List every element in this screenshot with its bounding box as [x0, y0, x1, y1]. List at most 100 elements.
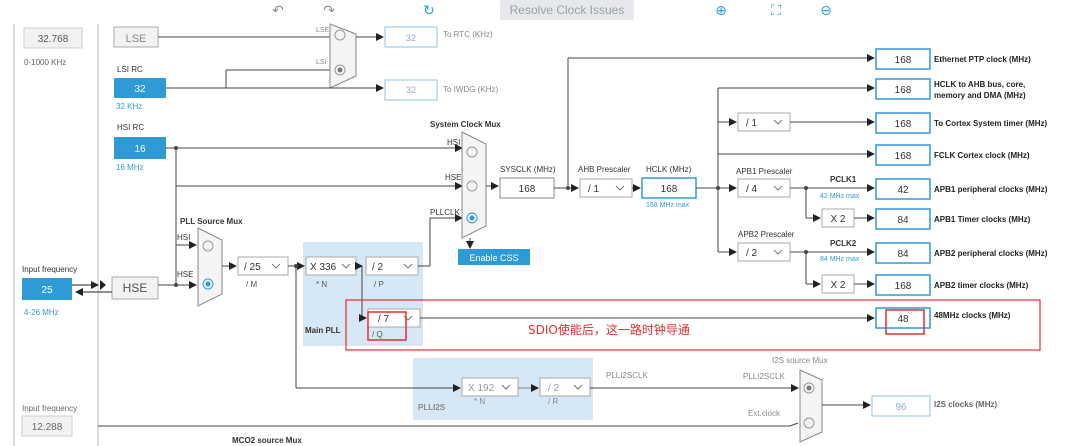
i2s-ext-value: 12.288: [32, 422, 63, 433]
sysmux-radio-pllclk[interactable]: [466, 212, 478, 224]
redo-icon[interactable]: ↷: [323, 3, 335, 19]
output-apb1-timer: 84 APB1 Timer clocks (MHz): [875, 208, 1031, 230]
sysmux-hse-label: HSE: [445, 173, 461, 182]
lsi-rc-title: LSI RC: [117, 65, 143, 74]
rtc-mux-lsi: LSI: [316, 59, 327, 66]
rtc-mux-radio-lsi[interactable]: [334, 64, 346, 76]
cortex-divider-value: / 1: [746, 118, 758, 129]
svg-text:168: 168: [895, 119, 912, 130]
hse-input-value: 25: [41, 285, 53, 296]
pclk2-label: PCLK2: [830, 239, 857, 248]
lse-value: 32.768: [38, 34, 69, 45]
chevron-down-icon: [341, 263, 351, 269]
annotation-frame: [345, 299, 1041, 351]
zoom-out-icon[interactable]: ⊖: [820, 3, 832, 19]
output-apb2-peripheral: 84 APB2 peripheral clocks (MHz): [875, 242, 1048, 264]
ahb-prescaler-label: AHB Prescaler: [578, 165, 631, 174]
pll-n-label: * N: [316, 280, 327, 289]
sysmux-hsi-label: HSI: [447, 138, 460, 147]
hsi-rc-box: [114, 137, 166, 159]
i2s-output-box: [871, 395, 931, 417]
zoom-in-icon[interactable]: ⊕: [715, 3, 727, 19]
sysmux-pllclk-label: PLLCLK: [430, 208, 460, 217]
system-clock-mux[interactable]: [461, 131, 487, 239]
svg-text:48: 48: [897, 314, 909, 325]
rtc-source-mux[interactable]: [329, 23, 357, 89]
rtc-mux-radio-lse[interactable]: [334, 29, 346, 41]
pclk2-max: 84 MHz max: [820, 256, 860, 263]
fit-icon[interactable]: ⛶: [771, 3, 781, 19]
pll-p-value: / 2: [372, 262, 384, 273]
sysmux-radio-hsi[interactable]: [466, 146, 478, 158]
apb2-prescaler-label: APB2 Prescaler: [738, 230, 795, 239]
rtc-output-label: To RTC (KHz): [443, 30, 493, 39]
undo-icon[interactable]: ↶: [272, 3, 284, 19]
i2s-ext-input-box[interactable]: [21, 415, 73, 437]
svg-text:84: 84: [897, 249, 909, 260]
svg-text:168: 168: [895, 151, 912, 162]
svg-text:168: 168: [895, 85, 912, 96]
svg-text:48MHz clocks (MHz): 48MHz clocks (MHz): [934, 311, 1011, 320]
i2s-mux-radio-ext[interactable]: [803, 417, 815, 429]
hsi-rc-title: HSI RC: [117, 123, 144, 132]
chevron-down-icon: [773, 119, 783, 125]
pll-mux-radio-hse[interactable]: [202, 278, 214, 290]
svg-text:/ 2: / 2: [548, 383, 560, 394]
hclk-max: 168 MHz max: [646, 202, 690, 209]
svg-text:96: 96: [895, 402, 907, 413]
svg-text:To Cortex System timer (MHz): To Cortex System timer (MHz): [934, 119, 1048, 128]
iwdg-output-label: To IWDG (KHz): [443, 85, 498, 94]
lse-input-box[interactable]: [23, 27, 83, 49]
input-frequency-label: Input frequency: [22, 265, 77, 274]
hse-input-box[interactable]: [22, 278, 72, 300]
output-fclk-cortex: 168 FCLK Cortex clock (MHz): [875, 144, 1030, 166]
plli2s-title: PLLI2S: [418, 403, 446, 412]
resolve-clock-issues-button[interactable]: Resolve Clock Issues: [500, 0, 634, 20]
lsi-rc-unit: 32 KHz: [116, 102, 142, 111]
svg-text:X 2: X 2: [830, 280, 845, 291]
pll-mux-hsi-label: HSI: [177, 233, 190, 242]
annotation-48mhz-highlight: [885, 309, 925, 335]
plli2sclk-label: PLLI2SCLK: [606, 371, 648, 380]
mco2-title: MCO2 source Mux: [232, 436, 302, 445]
plli2s-r-select[interactable]: [539, 377, 591, 397]
output-apb1-peripheral: 42 APB1 peripheral clocks (MHz): [875, 178, 1048, 200]
lse-range: 0-1000 KHz: [24, 58, 66, 67]
rtc-output-value: 32: [406, 33, 416, 43]
rtc-output-box: [384, 26, 438, 48]
toolbar: ↶ ↷ ↻ Resolve Clock Issues ⊕ ⛶ ⊖: [0, 0, 1080, 24]
plli2s-n-select[interactable]: [461, 377, 519, 397]
apb1-prescaler-label: APB1 Prescaler: [736, 167, 793, 176]
svg-text:APB2 timer clocks (MHz): APB2 timer clocks (MHz): [934, 281, 1029, 290]
svg-text:APB1 Timer clocks (MHz): APB1 Timer clocks (MHz): [934, 215, 1031, 224]
refresh-icon[interactable]: ↻: [423, 3, 435, 19]
svg-text:* N: * N: [474, 397, 485, 406]
svg-text:168: 168: [895, 55, 912, 66]
hse-range: 4-26 MHz: [24, 308, 59, 317]
hsi-rc-unit: 16 MHz: [116, 163, 144, 172]
chevron-down-icon: [501, 384, 511, 390]
main-pll-title: Main PLL: [305, 326, 341, 335]
chevron-down-icon: [773, 249, 783, 255]
output-hclk-ahb: 168 HCLK to AHB bus, core, memory and DM…: [875, 78, 1026, 100]
i2s-source-mux[interactable]: [799, 369, 823, 443]
output-ethernet-ptp: 168 Ethernet PTP clock (MHz): [875, 48, 1031, 70]
i2s-mux-radio-plli2s[interactable]: [803, 382, 815, 394]
pll-q-value: / 7: [378, 314, 390, 325]
sysmux-radio-hse[interactable]: [466, 180, 478, 192]
annotation-q-highlight: [367, 311, 407, 341]
i2s-output-label: I2S clocks (MHz): [934, 400, 997, 409]
hsi-rc-value: 16: [134, 144, 146, 155]
svg-text:APB1 peripheral clocks (MHz): APB1 peripheral clocks (MHz): [934, 185, 1048, 194]
chevron-down-icon: [773, 185, 783, 191]
chevron-down-icon: [271, 263, 281, 269]
sysmux-title: System Clock Mux: [430, 120, 501, 129]
lse-block-label: LSE: [126, 33, 147, 45]
iwdg-output-value: 32: [406, 85, 416, 95]
rtc-mux-lse: LSE: [316, 27, 330, 34]
output-cortex-system-timer: 168 To Cortex System timer (MHz): [875, 112, 1048, 134]
pll-mux-radio-hsi[interactable]: [202, 240, 214, 252]
pll-source-mux[interactable]: [197, 227, 223, 307]
enable-css-button[interactable]: [458, 249, 530, 265]
